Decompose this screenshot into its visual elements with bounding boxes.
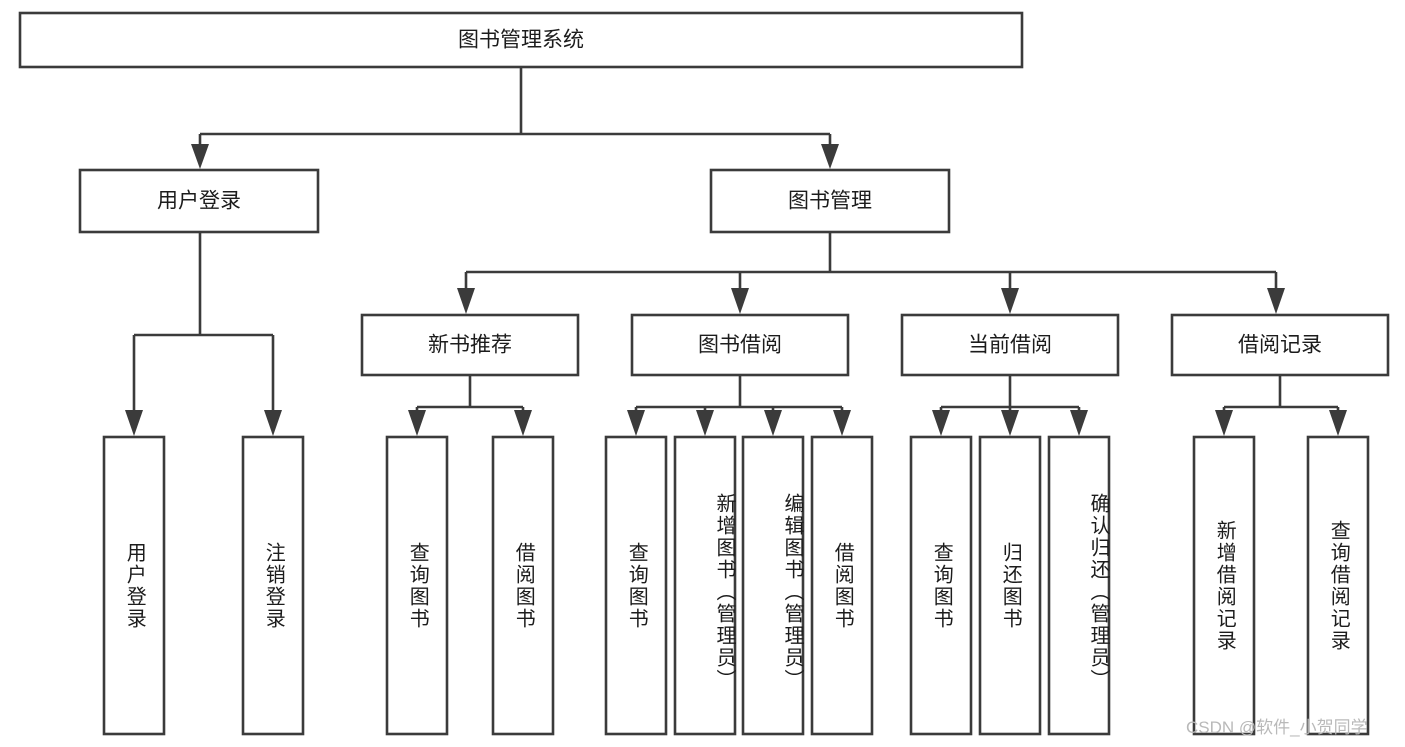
- node-leaf-bookborrow-borrow-book-box[interactable]: [810, 435, 874, 736]
- arrow-head-bookborrow-1: [627, 410, 645, 436]
- node-level2-current-borrow-label: 当前借阅: [968, 334, 1052, 357]
- arrow-head-bookmgmt-2: [731, 288, 749, 314]
- connector-bookborrow-to-leaves: [627, 376, 851, 436]
- arrow-head-newbook-2: [514, 410, 532, 436]
- connector-userlogin-to-leaves: [125, 233, 282, 436]
- node-leaf-currentborrow-confirm-return-box[interactable]: [1047, 435, 1111, 736]
- node-level1-book-management-box[interactable]: [709, 168, 951, 234]
- node-leaf-borrowrecord-query-record-box[interactable]: [1306, 435, 1370, 736]
- node-leaf-bookborrow-query-book-box[interactable]: [604, 435, 668, 736]
- arrow-head-newbook-1: [408, 410, 426, 436]
- node-level2-book-borrow-box[interactable]: [630, 313, 850, 377]
- arrow-head-borrowrecord-1: [1215, 410, 1233, 436]
- arrow-head-bookmgmt-1: [457, 288, 475, 314]
- arrow-head-borrowrecord-2: [1329, 410, 1347, 436]
- arrow-head-userlogin-1: [125, 410, 143, 436]
- arrow-head-currentborrow-3: [1070, 410, 1088, 436]
- arrow-head-bookmgmt-3: [1001, 288, 1019, 314]
- arrow-head-currentborrow-1: [932, 410, 950, 436]
- arrow-head-bookborrow-3: [764, 410, 782, 436]
- node-root-label: 图书管理系统: [458, 29, 584, 52]
- arrow-head-currentborrow-2: [1001, 410, 1019, 436]
- arrow-head-bookmgmt-4: [1267, 288, 1285, 314]
- watermark-text: CSDN @软件_小贺同学: [1186, 718, 1368, 737]
- node-level1-user-login-box[interactable]: [78, 168, 320, 234]
- node-leaf-currentborrow-query-book-box[interactable]: [909, 435, 973, 736]
- node-leaf-newbook-query-book-box[interactable]: [385, 435, 449, 736]
- node-level2-borrow-record-label: 借阅记录: [1238, 334, 1322, 357]
- node-root-box[interactable]: [18, 11, 1024, 69]
- node-level2-current-borrow-box[interactable]: [900, 313, 1120, 377]
- node-leaf-newbook-borrow-book-box[interactable]: [491, 435, 555, 736]
- connector-currentborrow-to-leaves: [932, 376, 1088, 436]
- arrow-head-bookborrow-2: [696, 410, 714, 436]
- node-leaf-currentborrow-return-book-box[interactable]: [978, 435, 1042, 736]
- arrow-head-root-1: [191, 144, 209, 169]
- connector-borrowrecord-to-leaves: [1215, 376, 1347, 436]
- node-level2-new-book-recommend-label: 新书推荐: [428, 334, 512, 357]
- node-leaf-bookborrow-edit-book-box[interactable]: [741, 435, 805, 736]
- connector-bookmgmt-to-level2: [457, 233, 1285, 314]
- arrow-head-userlogin-2: [264, 410, 282, 436]
- node-level1-user-login-label: 用户登录: [157, 190, 241, 213]
- connector-newbook-to-leaves: [408, 376, 532, 436]
- arrow-head-bookborrow-4: [833, 410, 851, 436]
- node-level2-borrow-record-box[interactable]: [1170, 313, 1390, 377]
- arrow-head-root-2: [821, 144, 839, 169]
- node-level2-new-book-recommend-box[interactable]: [360, 313, 580, 377]
- node-level1-book-management-label: 图书管理: [788, 190, 872, 213]
- node-leaf-bookborrow-add-book-box[interactable]: [673, 435, 737, 736]
- node-leaf-borrowrecord-add-record-box[interactable]: [1192, 435, 1256, 736]
- node-leaf-user-logout-box[interactable]: [241, 435, 305, 736]
- node-leaf-user-login-box[interactable]: [102, 435, 166, 736]
- node-level2-book-borrow-label: 图书借阅: [698, 334, 782, 357]
- connector-root-to-level1: [191, 67, 839, 169]
